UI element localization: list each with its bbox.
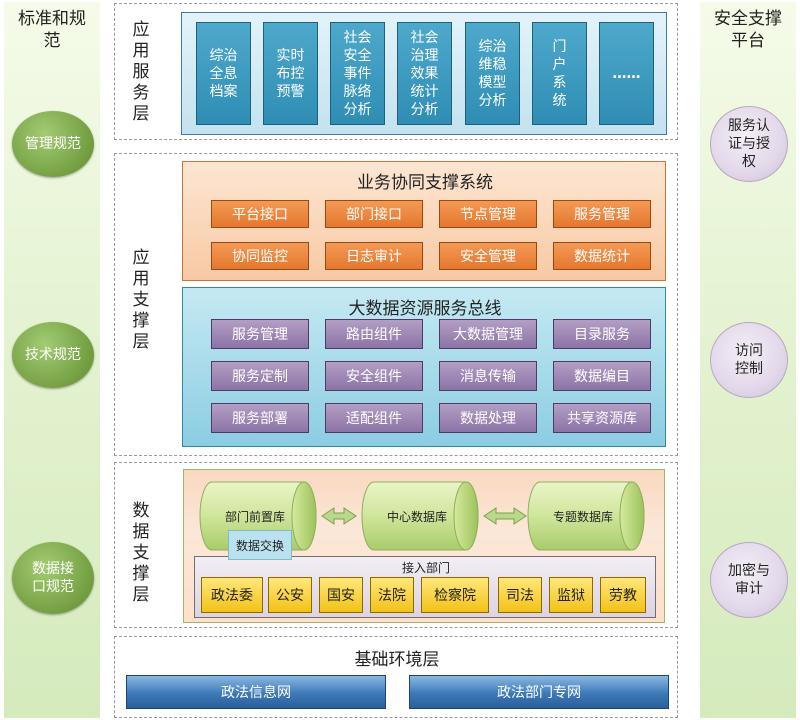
dept-political-legal-committee: 政法委 [201,577,263,613]
dept-national-security: 国安 [319,577,363,613]
data-support-panel: 部门前置库 中心数据库 专题数据库 接入部门 政法委 公安 国安 法院 检察院 … [183,469,665,623]
collab-item-log-audit: 日志审计 [325,242,423,270]
dept-reeducation: 劳教 [600,577,646,613]
collab-support-title: 业务协同支撑系统 [357,173,493,193]
bus-item-bigdata-management: 大数据管理 [439,319,537,349]
bus-item-data-cataloging: 数据编目 [553,361,651,391]
access-dept-title: 接入部门 [401,561,450,575]
security-item-access-control: 访问控制 [710,322,788,398]
bigdata-bus-title: 大数据资源服务总线 [348,299,502,319]
collab-item-data-statistics: 数据统计 [553,242,651,270]
db-label-topic: 专题数据库 [552,510,613,524]
app-box-security-event-analysis: 社会安全事件脉络分析 [330,22,385,125]
collab-item-monitoring: 协同监控 [211,242,309,270]
bus-item-service-customization: 服务定制 [211,361,309,391]
bus-item-service-management: 服务管理 [211,319,309,349]
bus-item-data-processing: 数据处理 [439,403,537,433]
security-item-encryption: 加密与审计 [710,542,788,618]
security-item-auth: 服务认证与授权 [710,106,788,182]
collab-item-node-management: 节点管理 [439,200,537,228]
infra-layer: 基础环境层 政法信息网 政法部门专网 [114,636,678,718]
dept-justice: 司法 [498,577,542,613]
bus-item-messaging: 消息传输 [439,361,537,391]
dept-prison: 监狱 [549,577,593,613]
data-exchange-box: 数据交换 [228,530,292,560]
bigdata-bus-panel: 大数据资源服务总线 服务管理 路由组件 大数据管理 目录服务 服务定制 安全组件… [182,287,666,447]
collab-item-service-management: 服务管理 [553,200,651,228]
db-label-dept-frontend: 部门前置库 [224,510,285,524]
cylinder-central-db [361,481,479,551]
app-support-layer-label: 应用支撑层 [132,248,150,352]
collab-item-dept-interface: 部门接口 [325,200,423,228]
db-label-central: 中心数据库 [386,510,447,524]
dept-procuratorate: 检察院 [421,577,489,613]
bus-item-security-component: 安全组件 [325,361,423,391]
double-arrow-right [483,507,527,525]
app-support-layer: 应用支撑层 业务协同支撑系统 平台接口 部门接口 节点管理 服务管理 协同监控 … [114,153,678,456]
bus-item-service-deployment: 服务部署 [211,403,309,433]
dept-court: 法院 [370,577,414,613]
app-box-portal: 门户系统 [532,22,587,125]
app-service-layer: 应用服务层 综治全息档案 实时布控预警 社会安全事件脉络分析 社会治理效果统计分… [114,3,678,140]
network-political-legal-dept: 政法部门专网 [409,675,669,709]
security-title: 安全支撑平台 [714,9,782,51]
app-box-realtime-alert: 实时布控预警 [263,22,318,125]
standards-title: 标准和规范 [18,9,86,51]
dept-public-security: 公安 [268,577,312,613]
standard-item-technical: 技术规范 [12,322,94,388]
app-box-comprehensive-archive: 综治全息档案 [196,22,251,125]
network-political-legal-info: 政法信息网 [126,675,386,709]
collab-support-panel: 业务协同支撑系统 平台接口 部门接口 节点管理 服务管理 协同监控 日志审计 安… [182,161,666,281]
collab-item-platform-interface: 平台接口 [211,200,309,228]
access-dept-panel: 接入部门 政法委 公安 国安 法院 检察院 司法 监狱 劳教 [194,556,656,618]
app-box-more: …… [599,22,654,125]
data-support-layer-label: 数据支撑层 [132,501,150,605]
standard-item-management: 管理规范 [12,111,94,177]
data-support-layer: 数据支撑层 [114,462,678,628]
double-arrow-left [321,507,357,525]
app-box-governance-statistics: 社会治理效果统计分析 [397,22,452,125]
standard-item-data-interface: 数据接口规范 [12,542,94,614]
standards-column: 标准和规范 管理规范 技术规范 数据接口规范 [4,2,100,718]
bus-item-shared-repository: 共享资源库 [553,403,651,433]
bus-item-routing: 路由组件 [325,319,423,349]
app-box-stability-model: 综治维稳模型分析 [465,22,520,125]
collab-item-security-management: 安全管理 [439,242,537,270]
infra-layer-title: 基础环境层 [354,650,440,670]
app-service-layer-label: 应用服务层 [132,20,150,124]
bus-item-directory-service: 目录服务 [553,319,651,349]
security-column: 安全支撑平台 服务认证与授权 访问控制 加密与审计 [700,2,796,718]
app-service-panel: 综治全息档案 实时布控预警 社会安全事件脉络分析 社会治理效果统计分析 综治维稳… [181,12,667,135]
cylinder-topic-db [527,481,645,551]
bus-item-adapter: 适配组件 [325,403,423,433]
